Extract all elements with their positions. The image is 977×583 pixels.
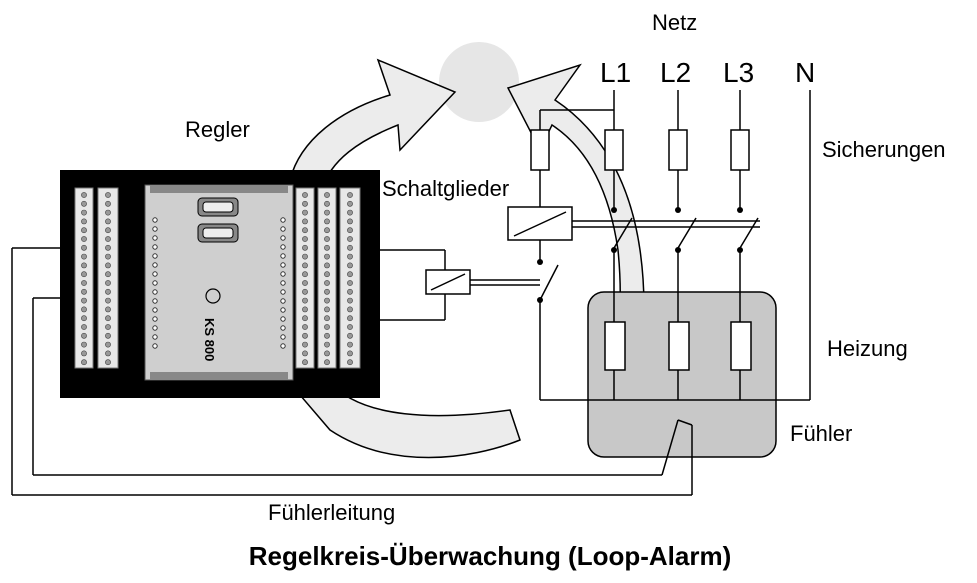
diagram-title: Regelkreis-Überwachung (Loop-Alarm) xyxy=(249,541,732,571)
fuse-control xyxy=(530,129,550,171)
fuse-l3 xyxy=(730,129,750,171)
terminal-strips xyxy=(74,187,361,369)
fuse-l1 xyxy=(604,129,624,171)
label-sicherungen: Sicherungen xyxy=(822,137,946,162)
fuse-l2 xyxy=(668,129,688,171)
led-column xyxy=(152,217,286,349)
heater-element-1 xyxy=(604,321,626,371)
phase-l2: L2 xyxy=(660,57,691,88)
model-label: KS 800 xyxy=(202,318,217,361)
label-fuehlerleitung: Fühlerleitung xyxy=(268,500,395,525)
label-heizung: Heizung xyxy=(827,336,908,361)
heater-box xyxy=(587,291,777,458)
controller-module xyxy=(144,184,294,381)
heater-element-3 xyxy=(730,321,752,371)
loop-arrow-left xyxy=(289,58,521,459)
phase-l1: L1 xyxy=(600,57,631,88)
label-netz: Netz xyxy=(652,10,697,35)
label-regler: Regler xyxy=(185,117,250,142)
phase-n: N xyxy=(795,57,815,88)
label-schaltglieder: Schaltglieder xyxy=(382,176,509,201)
serial-connector xyxy=(197,197,239,243)
phase-l3: L3 xyxy=(723,57,754,88)
label-fuehler: Fühler xyxy=(790,421,852,446)
relay-coil xyxy=(425,269,471,295)
target-circle xyxy=(439,42,519,122)
heater-element-2 xyxy=(668,321,690,371)
brand-logo xyxy=(205,288,221,304)
contactor-coil xyxy=(507,206,573,241)
